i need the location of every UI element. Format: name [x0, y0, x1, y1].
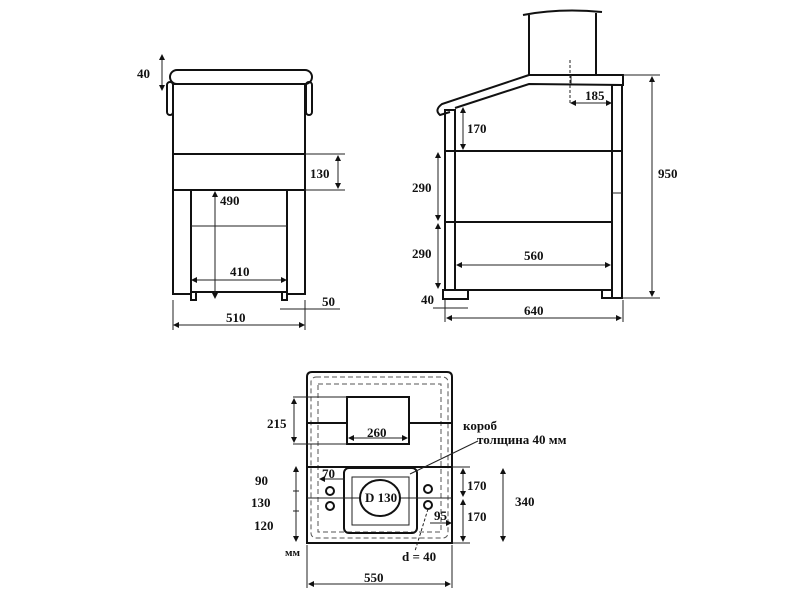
top-view: 215 260 70 90 130 120 170 170 340 95 D 1… [251, 371, 567, 588]
side-view: 950 185 170 290 290 560 40 640 [412, 9, 678, 322]
dim-section2: 290 [412, 246, 432, 261]
dim-lower: 340 [515, 494, 535, 509]
dim-edge: 70 [322, 466, 335, 481]
dim-chimney-offset: 185 [585, 88, 605, 103]
dim-row3: 120 [254, 518, 274, 533]
box-label: короб [463, 418, 498, 433]
dim-inner-width: 410 [230, 264, 250, 279]
dim-width: 510 [226, 310, 246, 325]
dim-foot: 50 [322, 294, 335, 309]
dim-row2: 130 [251, 495, 271, 510]
flue-diameter-label: D 130 [365, 490, 397, 505]
dim-inner-depth: 560 [524, 248, 544, 263]
dim-opening-width: 260 [367, 425, 387, 440]
dim-leg-height: 490 [220, 193, 240, 208]
dim-upper: 170 [467, 121, 487, 136]
dim-depth: 640 [524, 303, 544, 318]
dim-half2: 170 [467, 509, 487, 524]
front-view: 40 130 490 410 50 510 [137, 54, 345, 330]
dim-band: 130 [310, 166, 330, 181]
dim-total-height: 950 [658, 166, 678, 181]
hole-diameter-label: d = 40 [402, 549, 436, 564]
dim-side-foot: 40 [421, 292, 434, 307]
dim-opening-height: 215 [267, 416, 287, 431]
dim-half1: 170 [467, 478, 487, 493]
dim-section1: 290 [412, 180, 432, 195]
dim-offset: 95 [434, 508, 448, 523]
units-label: мм [285, 547, 300, 559]
thickness-label: толщина 40 мм [477, 432, 567, 447]
dim-top-width: 550 [364, 570, 384, 585]
dim-row1: 90 [255, 473, 268, 488]
dim-cap: 40 [137, 66, 150, 81]
